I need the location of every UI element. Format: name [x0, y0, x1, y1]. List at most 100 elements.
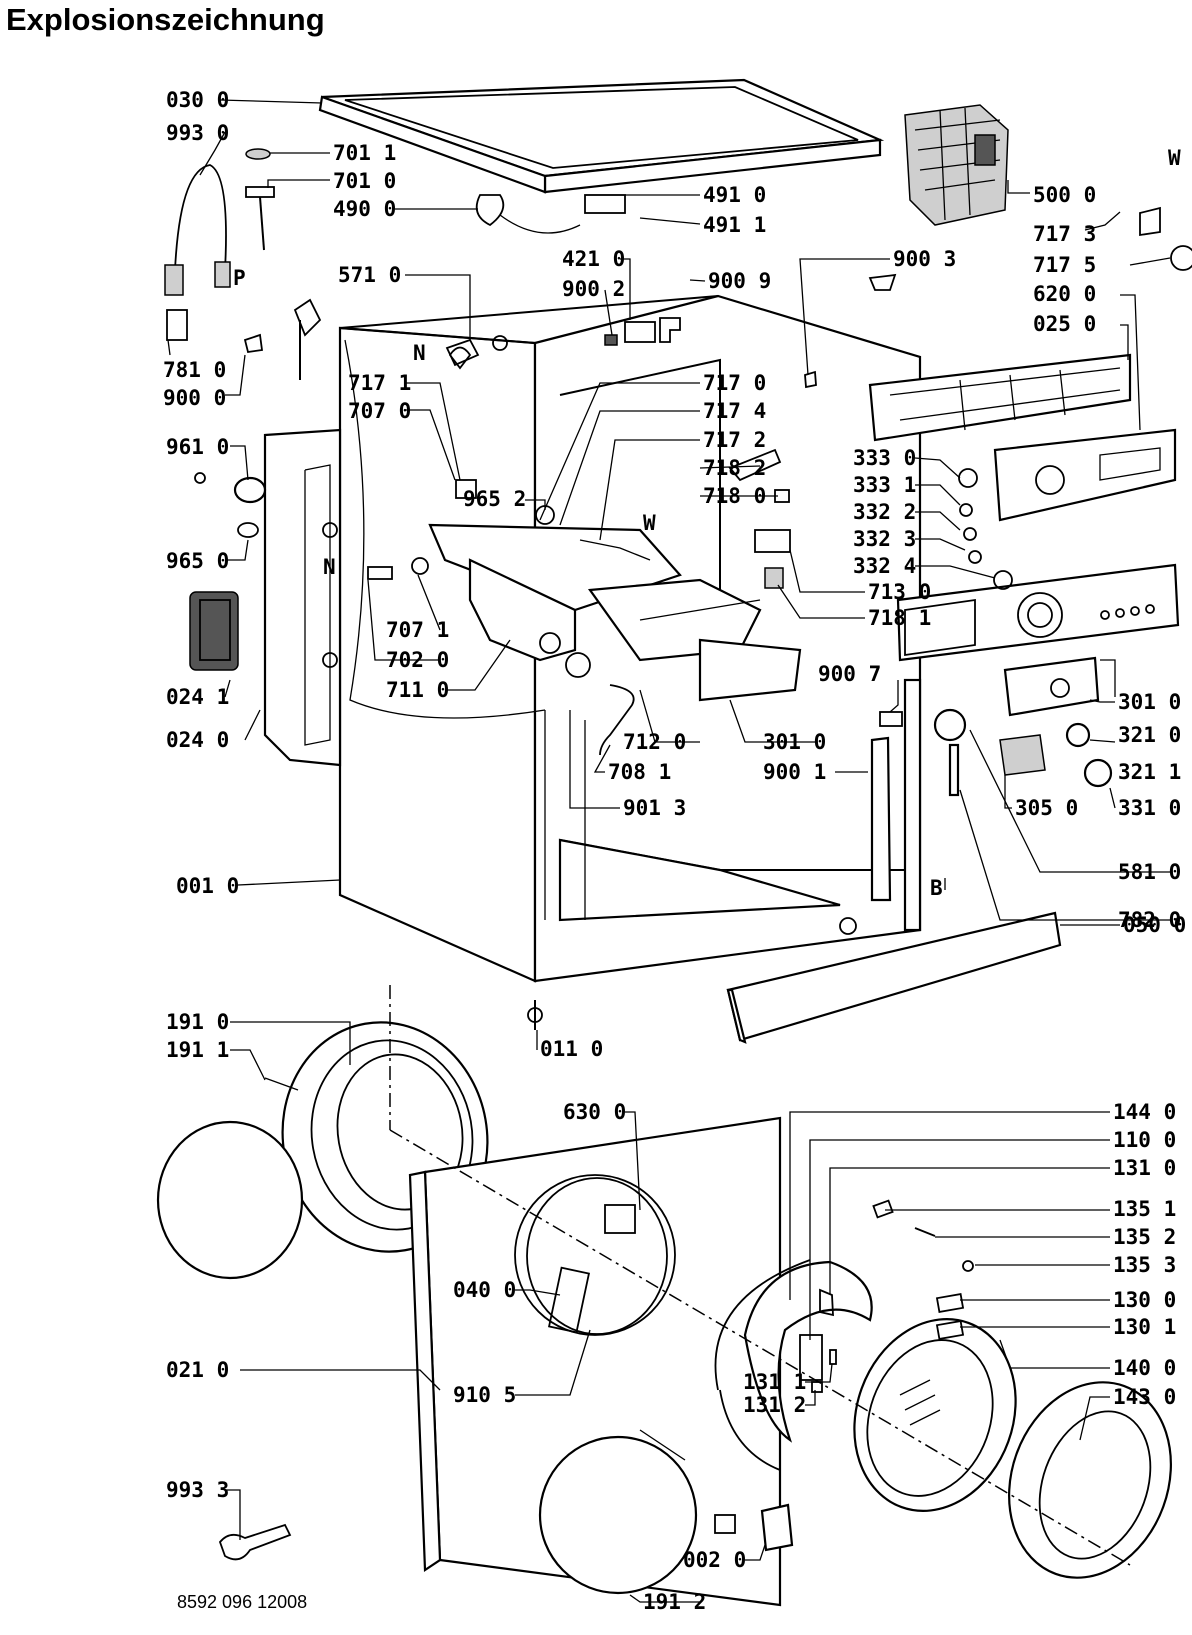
- part-label: 191 1: [166, 1038, 229, 1062]
- part-label: 717 2: [703, 428, 766, 452]
- part-label: 491 0: [703, 183, 766, 207]
- door-frame: [714, 1259, 873, 1471]
- part-label: 021 0: [166, 1358, 229, 1382]
- part-label: 110 0: [1113, 1128, 1176, 1152]
- part-label: 024 1: [166, 685, 229, 709]
- part-label: 718 0: [703, 484, 766, 508]
- part-label: 130 0: [1113, 1288, 1176, 1312]
- marker-w: W: [1168, 146, 1181, 170]
- part-label: 130 1: [1113, 1315, 1176, 1339]
- part-label: 332 4: [853, 554, 916, 578]
- part-label: 701 0: [333, 169, 396, 193]
- part-label: 333 0: [853, 446, 916, 470]
- part-label: 901 3: [623, 796, 686, 820]
- part-label: 630 0: [563, 1100, 626, 1124]
- part-label: 701 1: [333, 141, 396, 165]
- part-label: 301 0: [763, 730, 826, 754]
- part-label: 707 0: [348, 399, 411, 423]
- part-label: 900 7: [818, 662, 881, 686]
- part-label: 965 2: [463, 487, 526, 511]
- leader-lines: [167, 99, 1171, 1603]
- part-label: 713 0: [868, 580, 931, 604]
- part-label: 910 5: [453, 1383, 516, 1407]
- marker-w: W: [643, 511, 656, 535]
- part-label: 500 0: [1033, 183, 1096, 207]
- part-label: 718 2: [703, 456, 766, 480]
- part-label: 900 3: [893, 247, 956, 271]
- part-label: 993 3: [166, 1478, 229, 1502]
- part-label: 011 0: [540, 1037, 603, 1061]
- part-label: 900 9: [708, 269, 771, 293]
- part-label: 491 1: [703, 213, 766, 237]
- part-label: 900 2: [562, 277, 625, 301]
- part-label: 900 1: [763, 760, 826, 784]
- part-label: 305 0: [1015, 796, 1078, 820]
- part-label: 025 0: [1033, 312, 1096, 336]
- part-label: 040 0: [453, 1278, 516, 1302]
- part-label: 331 0: [1118, 796, 1181, 820]
- document-number: 8592 096 12008: [177, 1592, 308, 1612]
- part-label: 717 0: [703, 371, 766, 395]
- part-label: 961 0: [166, 435, 229, 459]
- part-label: 332 3: [853, 527, 916, 551]
- part-label: 191 0: [166, 1010, 229, 1034]
- part-label: 301 0: [1118, 690, 1181, 714]
- part-label: 131 0: [1113, 1156, 1176, 1180]
- part-label: 620 0: [1033, 282, 1096, 306]
- part-label: 191 2: [643, 1590, 706, 1614]
- part-label: 702 0: [386, 648, 449, 672]
- part-label: 708 1: [608, 760, 671, 784]
- electronics-module: [904, 104, 1009, 226]
- part-label: 781 0: [163, 358, 226, 382]
- part-label: 581 0: [1118, 860, 1181, 884]
- part-label: 002 0: [683, 1548, 746, 1572]
- part-label: 140 0: [1113, 1356, 1176, 1380]
- part-label: 135 2: [1113, 1225, 1176, 1249]
- rear-panel: [263, 428, 342, 767]
- part-label: 711 0: [386, 678, 449, 702]
- part-label: 001 0: [176, 874, 239, 898]
- page-title: Explosionszeichnung: [6, 2, 325, 37]
- part-label: 135 3: [1113, 1253, 1176, 1277]
- door-assembly: [389, 1129, 1172, 1579]
- detergent-dispenser: [428, 523, 802, 756]
- part-label: 321 0: [1118, 723, 1181, 747]
- part-label: 900 0: [163, 386, 226, 410]
- part-label: 993 0: [166, 121, 229, 145]
- marker-b: B: [930, 876, 943, 900]
- fascia-panel: [896, 563, 1180, 797]
- part-label: 571 0: [338, 263, 401, 287]
- marker-p: P: [233, 266, 246, 290]
- part-label: 718 1: [868, 606, 931, 630]
- part-label: 332 2: [853, 500, 916, 524]
- part-label: 333 1: [853, 473, 916, 497]
- control-boards: [868, 353, 1177, 522]
- part-label: 712 0: [623, 730, 686, 754]
- part-label: 717 4: [703, 399, 766, 423]
- part-label: 024 0: [166, 728, 229, 752]
- small-parts-top: [164, 148, 1192, 902]
- top-lid: [318, 78, 885, 194]
- part-label: 050 0: [1123, 913, 1186, 937]
- part-label: 965 0: [166, 549, 229, 573]
- front-panel: [408, 1116, 782, 1607]
- part-label: 782 0: [1118, 908, 1181, 932]
- plinth-panel: [527, 911, 1062, 1044]
- marker-n: N: [323, 555, 336, 579]
- part-label: 717 3: [1033, 222, 1096, 246]
- part-label: 143 0: [1113, 1385, 1176, 1409]
- marker-n: N: [413, 341, 426, 365]
- part-label: 490 0: [333, 197, 396, 221]
- part-label: 717 1: [348, 371, 411, 395]
- part-labels: 030 0 993 0 701 1 701 0 490 0 491 0 491 …: [163, 88, 1186, 1614]
- part-label: 135 1: [1113, 1197, 1176, 1221]
- part-label: 707 1: [386, 618, 449, 642]
- part-label: 131 1: [743, 1370, 806, 1394]
- part-label: 030 0: [166, 88, 229, 112]
- door-hardware: [218, 1199, 974, 1561]
- part-label: 131 2: [743, 1393, 806, 1417]
- part-label: 144 0: [1113, 1100, 1176, 1124]
- part-label: 421 0: [562, 247, 625, 271]
- part-label: 321 1: [1118, 760, 1181, 784]
